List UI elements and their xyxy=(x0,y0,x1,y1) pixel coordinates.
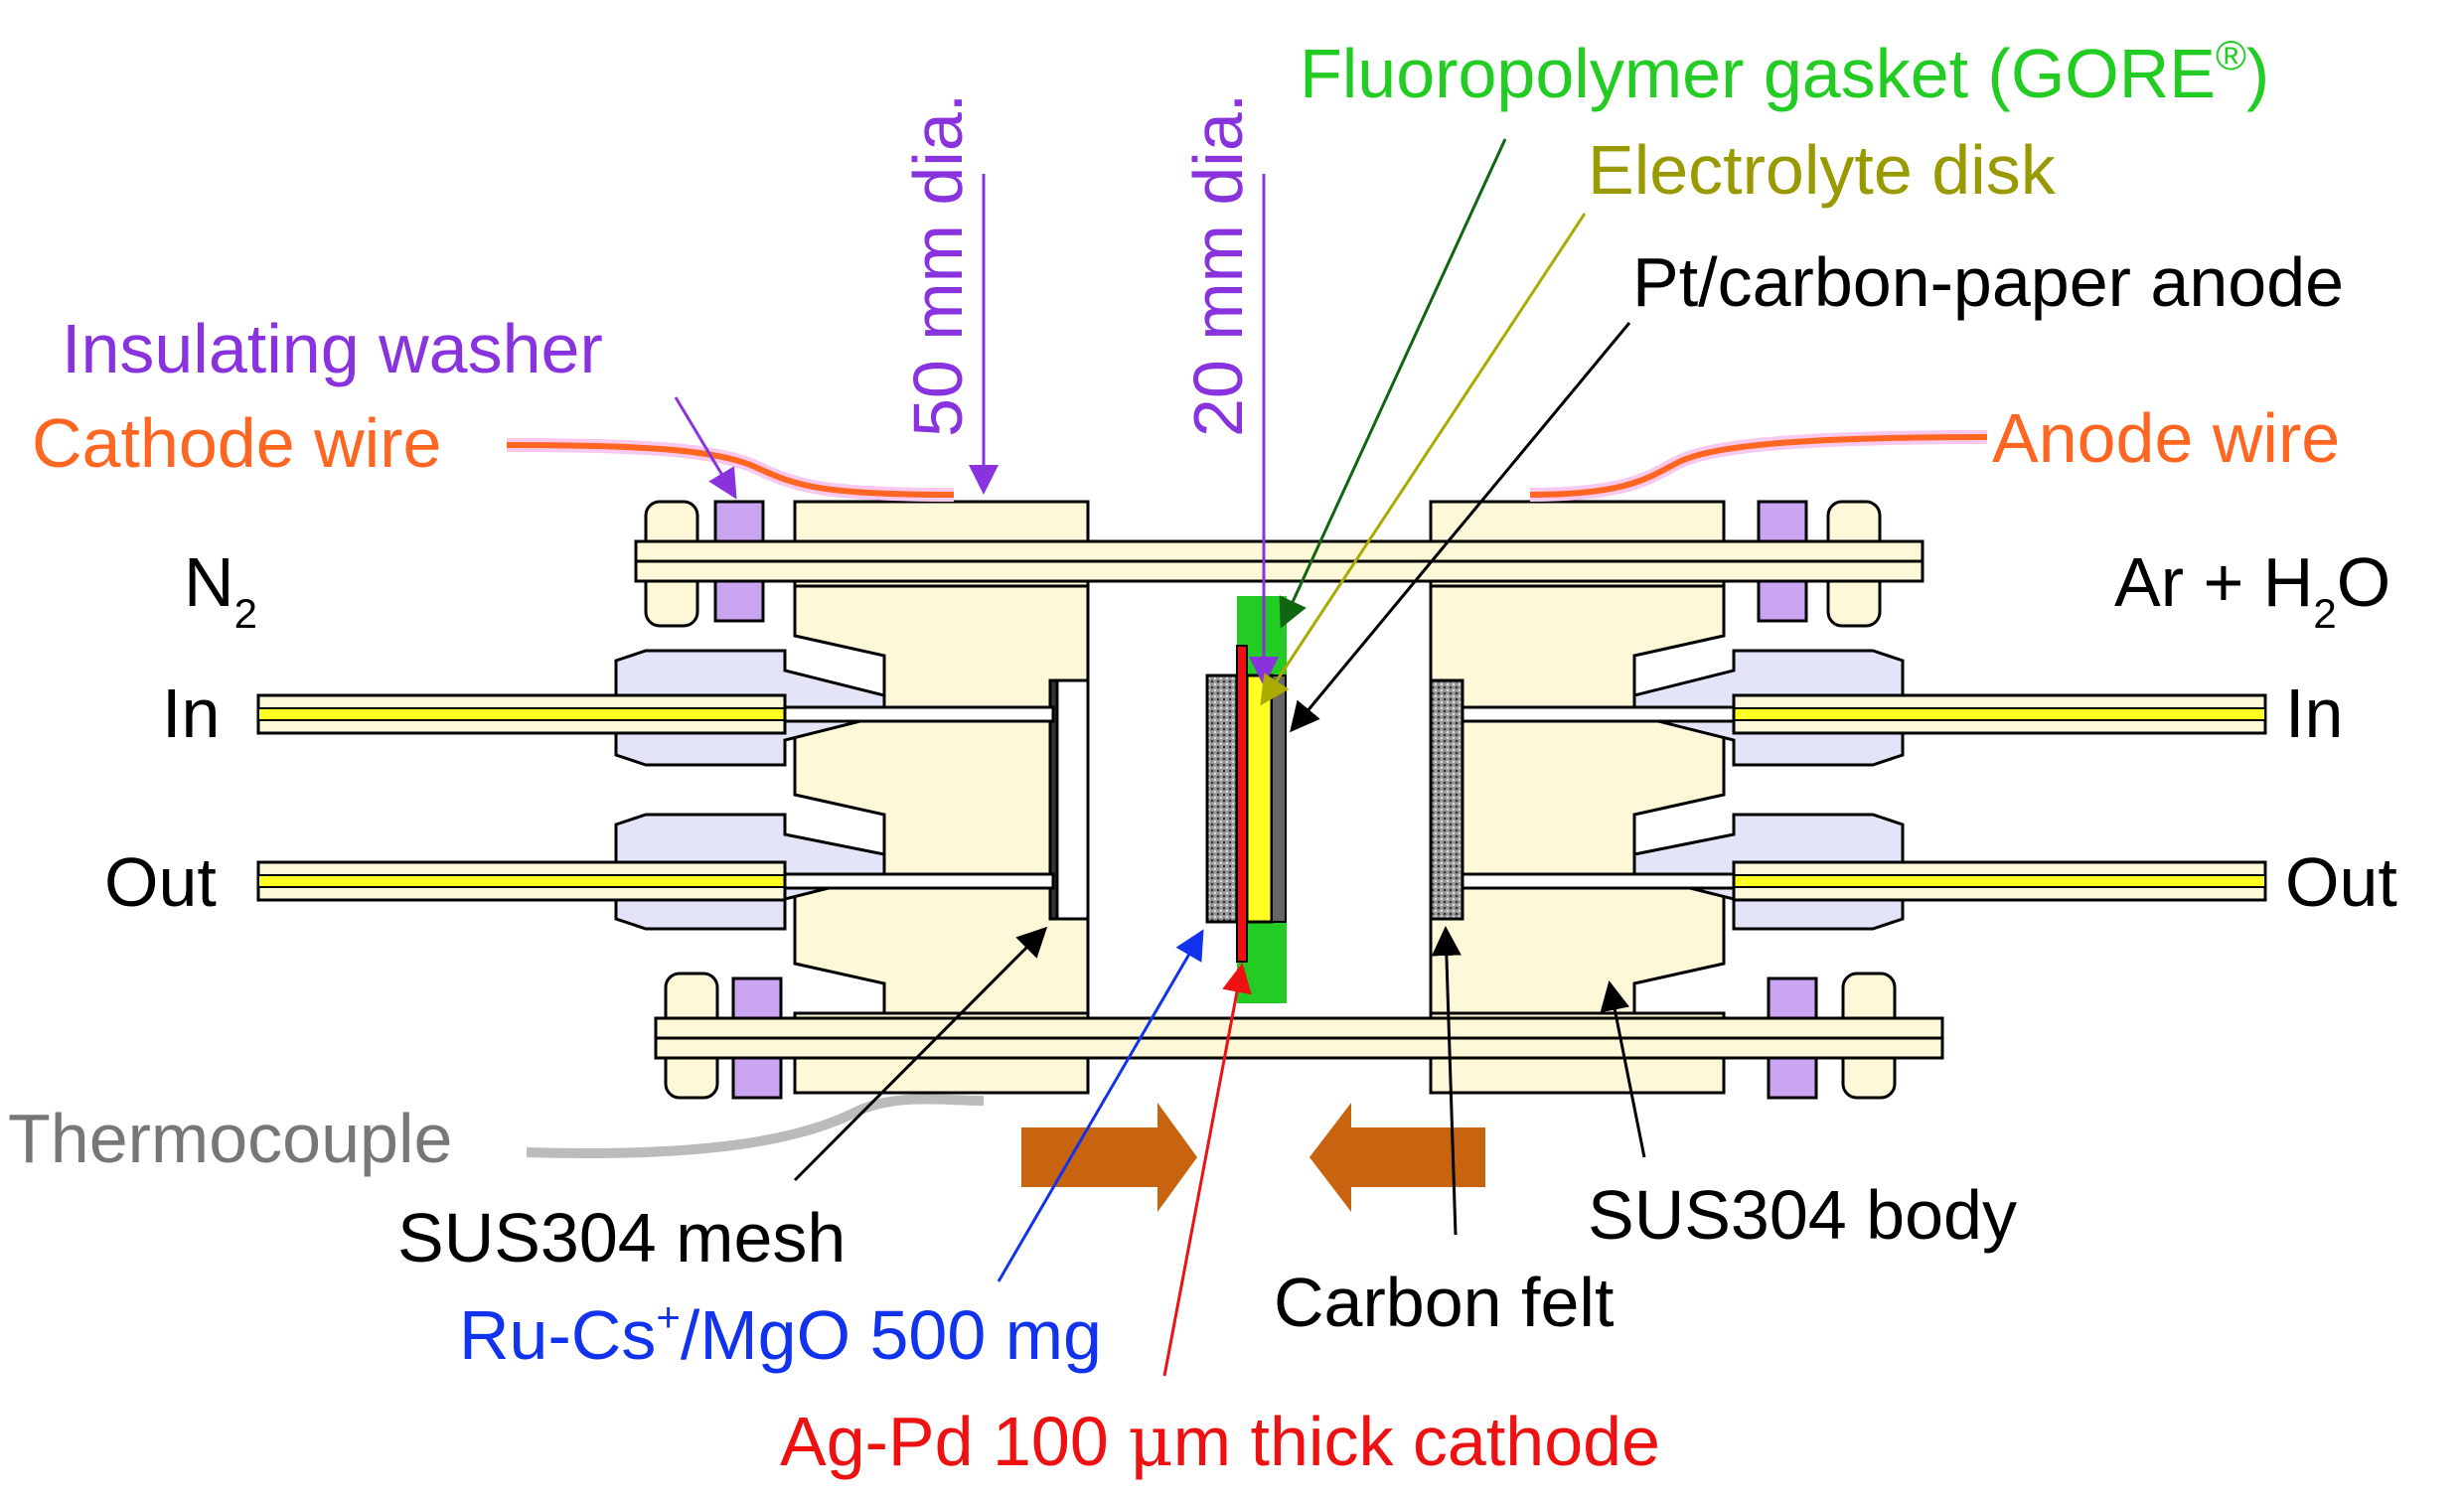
ar-h2o-label: Ar + H2O xyxy=(2114,543,2390,637)
wires xyxy=(506,430,1988,1158)
catalyst-label: Ru-Cs+/MgO 500 mg xyxy=(459,1293,1102,1374)
cathode-wire-label: Cathode wire xyxy=(32,404,441,482)
left-cell-half xyxy=(614,500,1090,1100)
press-arrow-right xyxy=(1309,1103,1485,1212)
leader-lines xyxy=(674,138,1646,1377)
tie-rods xyxy=(634,539,1944,1060)
left-in-inner-pipe xyxy=(783,705,1055,723)
press-arrow-left xyxy=(1021,1103,1197,1212)
n2-label: N2 xyxy=(184,543,257,637)
right-out-label: Out xyxy=(2285,843,2397,921)
membrane-stack xyxy=(1205,596,1287,1003)
carbon-felt-label: Carbon felt xyxy=(1274,1264,1614,1341)
catalyst-bed xyxy=(1205,674,1239,924)
left-out-inner-pipe xyxy=(783,872,1055,890)
dia-20-label: 20 mm dia. xyxy=(1179,93,1257,437)
anode-wire-label: Anode wire xyxy=(1992,399,2340,477)
anode-label: Pt/carbon-paper anode xyxy=(1632,243,2344,321)
carbon-felt xyxy=(1429,678,1464,921)
sus304-mesh-label: SUS304 mesh xyxy=(397,1199,846,1276)
right-cell-half xyxy=(1429,500,1905,1100)
right-out-inner-pipe xyxy=(1461,872,1736,890)
sus304-mesh xyxy=(1051,678,1090,921)
right-in-label: In xyxy=(2285,675,2343,752)
cathode-label: Ag-Pd 100 μm thick cathode xyxy=(780,1401,1660,1482)
carbon-paper-anode xyxy=(1271,675,1287,923)
thermocouple-wire xyxy=(526,1094,985,1158)
left-out-label: Out xyxy=(104,843,217,921)
left-in-label: In xyxy=(162,675,220,752)
right-in-inner-pipe xyxy=(1461,705,1736,723)
insulating-washer-label: Insulating washer xyxy=(62,310,603,387)
dia-50-label: 50 mm dia. xyxy=(899,93,977,437)
gasket-label: Fluoropolymer gasket (GORE®) xyxy=(1300,32,2269,112)
thermocouple-label: Thermocouple xyxy=(8,1100,452,1177)
electrolyte-disk xyxy=(1245,674,1274,924)
electrolyte-disk-label: Electrolyte disk xyxy=(1588,131,2057,209)
sus304-body-label: SUS304 body xyxy=(1588,1176,2017,1254)
gas-tubes xyxy=(256,693,2267,902)
agpd-cathode xyxy=(1236,645,1248,963)
